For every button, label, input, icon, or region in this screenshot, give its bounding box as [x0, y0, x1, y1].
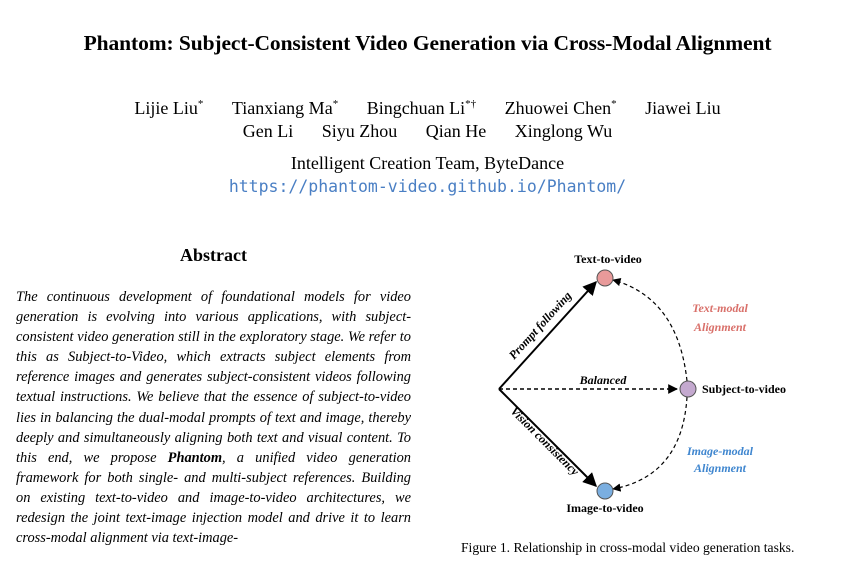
- prompt-following-arrow: [498, 280, 597, 390]
- subject-to-video-node: [679, 380, 697, 398]
- image-modal-alignment-label: Alignment: [693, 461, 747, 475]
- method-name: Phantom: [167, 449, 223, 466]
- balanced-label: Balanced: [579, 373, 628, 387]
- text-modal-alignment-arc: [612, 277, 688, 382]
- author-name: Qian He: [425, 121, 487, 141]
- author-name: Lijie Liu*: [134, 98, 204, 118]
- project-url-link[interactable]: https://phantom-video.github.io/Phantom/: [228, 177, 627, 196]
- author-name: Bingchuan Li*†: [366, 98, 477, 118]
- vision-consistency-label: Vision consistency: [508, 404, 583, 479]
- author-name: Gen Li: [242, 121, 294, 141]
- image-to-video-node: [596, 482, 614, 500]
- cross-modal-diagram: Text-to-video Subject-to-video Image-to-…: [498, 252, 786, 515]
- author-list-row-2: Gen Li Siyu Zhou Qian He Xinglong Wu: [0, 121, 855, 142]
- author-name: Xinglong Wu: [514, 121, 613, 141]
- text-to-video-label: Text-to-video: [574, 252, 642, 266]
- abstract-heading: Abstract: [180, 245, 247, 265]
- author-name: Zhuowei Chen*: [504, 98, 617, 118]
- text-modal-label: Text-modal: [692, 301, 748, 315]
- abstract-text: The continuous development of foundation…: [16, 289, 411, 547]
- author-list-row-1: Lijie Liu* Tianxiang Ma* Bingchuan Li*† …: [0, 98, 855, 119]
- text-modal-alignment-label: Alignment: [693, 320, 747, 334]
- subject-to-video-label: Subject-to-video: [702, 382, 786, 396]
- vision-consistency-arrow: [498, 388, 597, 487]
- author-name: Tianxiang Ma*: [231, 98, 339, 118]
- author-name: Siyu Zhou: [321, 121, 398, 141]
- image-to-video-label: Image-to-video: [566, 501, 643, 515]
- text-to-video-node: [596, 269, 614, 287]
- author-name: Jiawei Liu: [645, 98, 721, 118]
- figure-diagram: Text-to-video Subject-to-video Image-to-…: [470, 240, 850, 530]
- affiliation: Intelligent Creation Team, ByteDance: [290, 153, 565, 173]
- image-modal-alignment-arc: [612, 396, 688, 492]
- paper-title: Phantom: Subject-Consistent Video Genera…: [83, 31, 772, 55]
- prompt-following-label: Prompt following: [506, 289, 574, 362]
- image-modal-label: Image-modal: [686, 444, 754, 458]
- figure-caption: Figure 1. Relationship in cross-modal vi…: [461, 540, 795, 555]
